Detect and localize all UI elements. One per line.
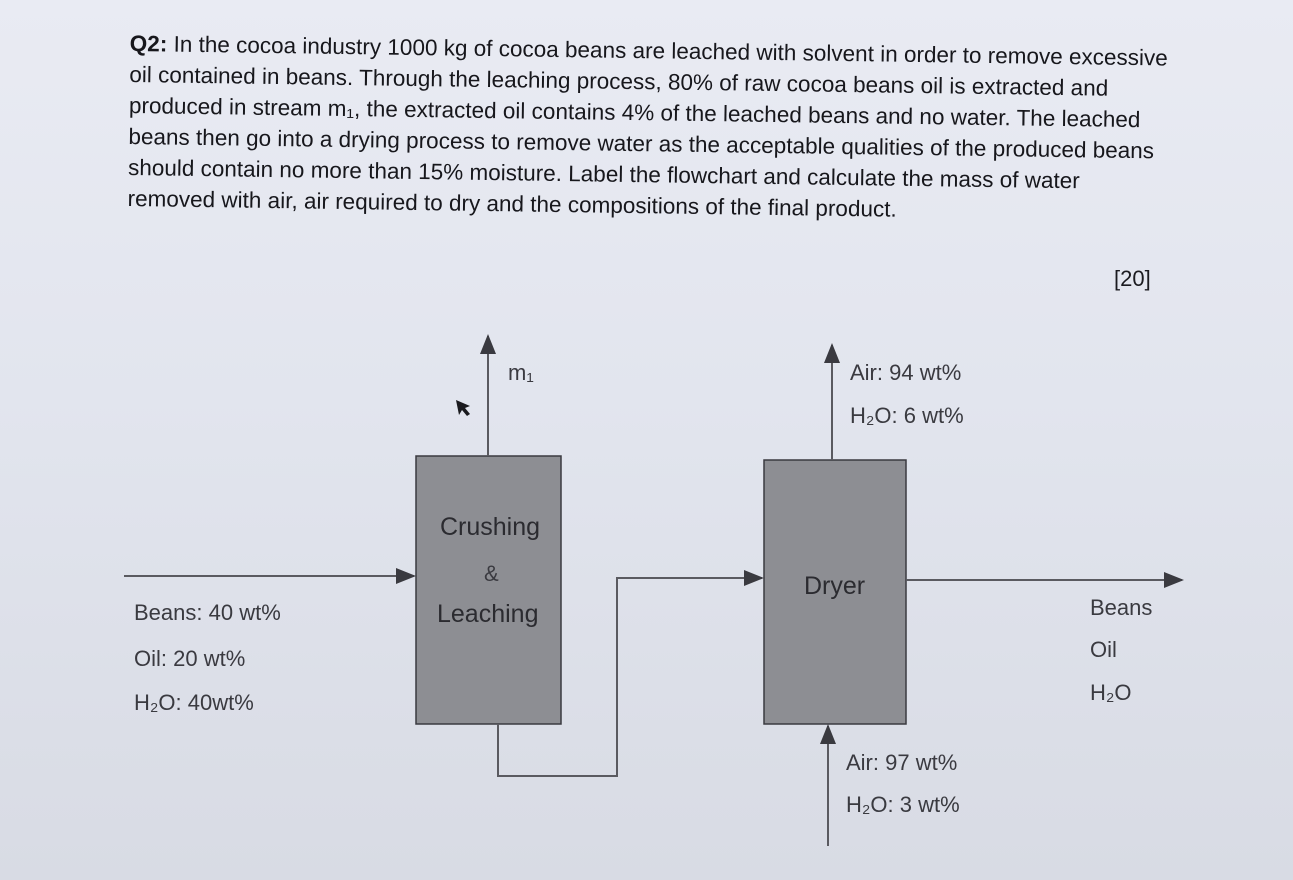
dryer-unit xyxy=(763,459,907,725)
cursor-icon xyxy=(456,400,470,416)
marks-label: [20] xyxy=(1114,266,1151,291)
unit1-line2: & xyxy=(484,561,499,586)
feed-beans: Beans: 40 wt% xyxy=(134,600,281,625)
product-oil: Oil xyxy=(1090,637,1117,662)
air-in-air: Air: 97 wt% xyxy=(846,750,958,775)
air-in-water: H₂O: 3 wt% xyxy=(846,792,960,817)
product-water: H₂O xyxy=(1090,680,1132,705)
intermediate-stream-line xyxy=(497,570,764,777)
product-beans: Beans xyxy=(1090,595,1153,620)
unit1-line1: Crushing xyxy=(440,513,541,541)
m1-label: m₁ xyxy=(508,360,534,385)
air-out-water: H₂O: 6 wt% xyxy=(850,403,964,428)
feed-water: H₂O: 40wt% xyxy=(134,690,254,715)
dryer-label: Dryer xyxy=(804,572,866,600)
unit1-line3: Leaching xyxy=(437,600,539,628)
crushing-leaching-unit xyxy=(415,455,562,725)
feed-oil: Oil: 20 wt% xyxy=(134,646,246,671)
air-out-air: Air: 94 wt% xyxy=(850,360,962,385)
